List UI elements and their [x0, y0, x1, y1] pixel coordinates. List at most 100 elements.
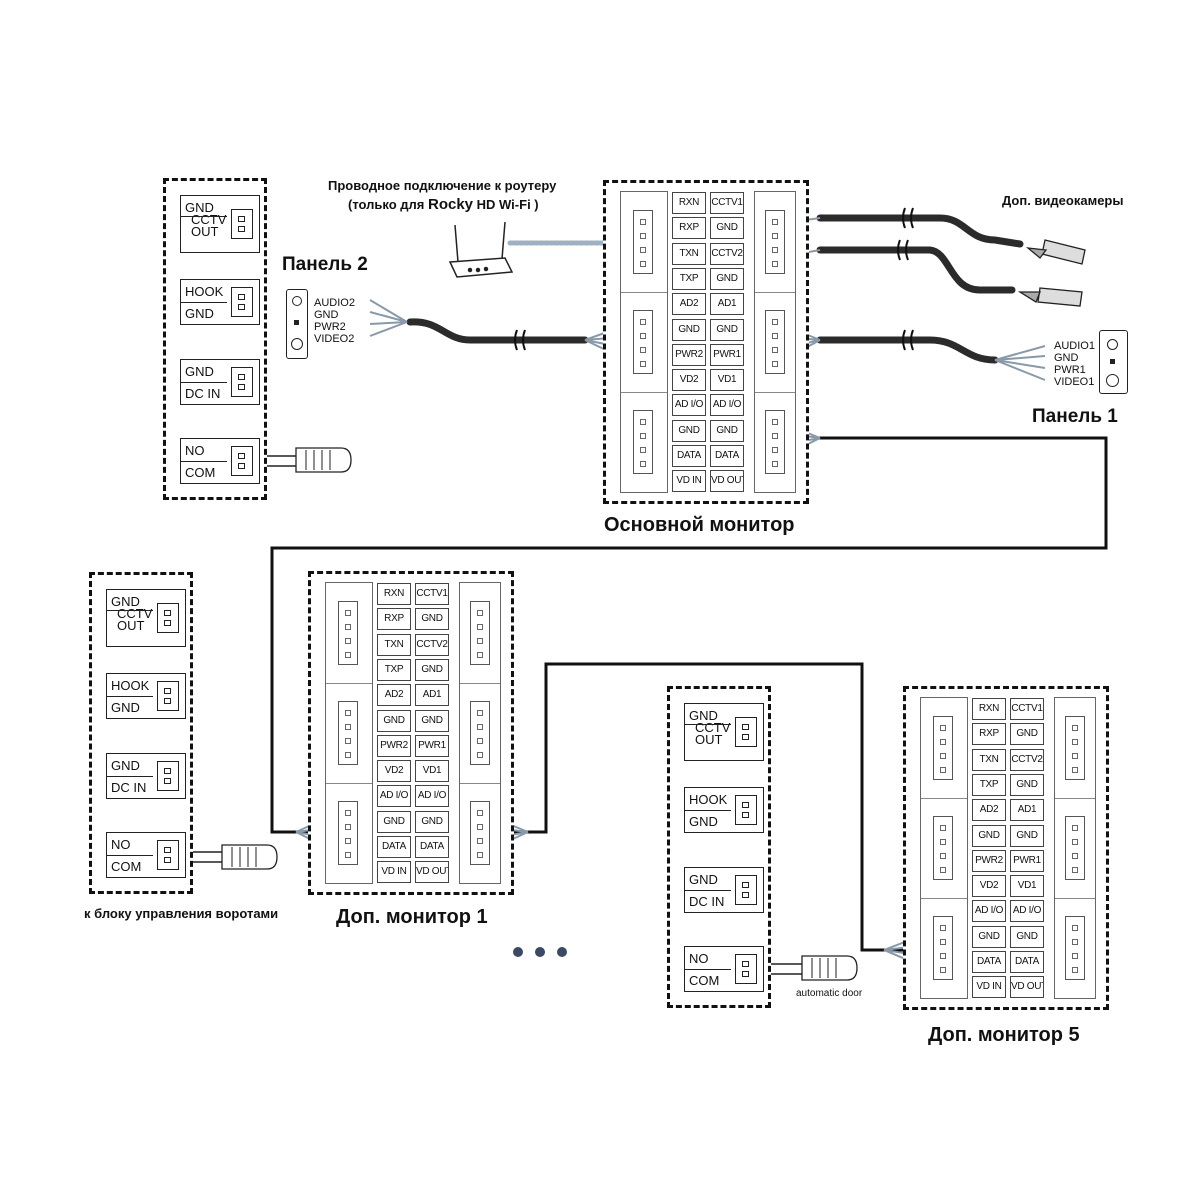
door-lock-icon — [801, 955, 858, 981]
connector-pin — [1072, 939, 1078, 945]
gate-note: к блоку управления воротами — [84, 906, 279, 921]
terminal-plug — [157, 681, 179, 711]
pin-cell: RXP — [377, 608, 411, 631]
pin-cell: VD IN — [972, 976, 1006, 999]
connector-pin — [640, 247, 646, 253]
pin-cell: AD2 — [972, 799, 1006, 822]
terminal-label: NO — [185, 443, 205, 458]
automatic-door-label: automatic door — [796, 988, 863, 999]
terminal-plug — [231, 209, 253, 239]
connector-pin — [940, 725, 946, 731]
terminal-label: COM — [111, 859, 142, 874]
column-divider — [460, 783, 500, 784]
pin-cell: PWR2 — [377, 734, 411, 757]
connector-pin — [1072, 767, 1078, 773]
terminal-plug — [157, 840, 179, 870]
pin-cell: TXN — [377, 633, 411, 656]
terminal-label: COM — [185, 465, 216, 480]
connector-pin — [772, 233, 778, 239]
connector-pin — [640, 433, 646, 439]
terminal-screw — [742, 882, 749, 888]
terminal-divider — [181, 216, 227, 217]
pin-cell: DATA — [1010, 951, 1044, 973]
monitor-connector — [933, 916, 953, 980]
connector-pin — [640, 447, 646, 453]
connector-pin — [772, 261, 778, 267]
pin-cell: GND — [377, 810, 411, 833]
connector-pin — [940, 867, 946, 873]
extra-monitor5-label: Доп. монитор 5 — [928, 1024, 1080, 1046]
connector-pin — [1072, 725, 1078, 731]
pin-cell: AD1 — [710, 293, 744, 316]
pin-cell: AD1 — [415, 684, 449, 707]
panel2-cable — [406, 318, 589, 344]
terminal-screw — [164, 688, 171, 694]
bus-wire-main-to-monitor1 — [270, 436, 1108, 834]
connector-pin — [772, 219, 778, 225]
monitor-connector — [633, 410, 653, 474]
pin-cell: AD I/O — [710, 394, 744, 417]
connector-pin — [1072, 739, 1078, 745]
camera-icon — [1017, 239, 1086, 307]
pin-cell: CCTV2 — [1010, 748, 1044, 771]
pin-cell: VD OUT — [710, 470, 744, 493]
terminal-label: GND — [689, 872, 718, 887]
monitor-connector — [1065, 716, 1085, 780]
gate-lock-icon — [295, 447, 352, 473]
monitor-connector — [633, 310, 653, 374]
panel1-device — [1099, 330, 1128, 394]
monitor-connector — [1065, 916, 1085, 980]
pin-cell: PWR2 — [672, 343, 706, 366]
pin-cell: TXP — [672, 267, 706, 290]
connector-pin — [345, 752, 351, 758]
column-divider — [1055, 798, 1095, 799]
pin-cell: PWR1 — [1010, 849, 1044, 872]
monitor-left-column — [920, 697, 968, 999]
terminal-label: GND — [689, 814, 718, 829]
connector-pin — [772, 319, 778, 325]
pin-cell: GND — [415, 810, 449, 833]
connector-pin — [772, 347, 778, 353]
terminal-screw — [238, 216, 245, 222]
terminal-label: CCTV — [191, 212, 227, 227]
connector-pin — [477, 752, 483, 758]
connector-pin — [940, 753, 946, 759]
cable-break — [897, 239, 909, 261]
monitor-connector — [470, 601, 490, 665]
connector-pin — [345, 724, 351, 730]
panel-pin-label: VIDEO2 — [314, 333, 355, 345]
monitor-connector — [933, 716, 953, 780]
terminal-screw — [238, 384, 245, 390]
monitor-connector — [338, 701, 358, 765]
pin-cell: GND — [972, 925, 1006, 948]
connector-pin — [772, 461, 778, 467]
terminal-label: COM — [689, 973, 720, 988]
pin-cell: VD2 — [672, 369, 706, 392]
connector-pin — [940, 739, 946, 745]
connector-pin — [772, 433, 778, 439]
terminal-screw — [238, 453, 245, 459]
terminal-screw — [164, 778, 171, 784]
panel1-label: Панель 1 — [1032, 406, 1118, 427]
pin-cell: PWR1 — [710, 343, 744, 366]
pin-cell: TXN — [972, 748, 1006, 771]
cable-break — [514, 329, 526, 351]
camera2-cable — [816, 246, 1016, 294]
terminal-screw — [164, 698, 171, 704]
connector-pin — [477, 652, 483, 658]
terminal-label: NO — [689, 951, 709, 966]
pin-cell: AD2 — [672, 293, 706, 316]
terminal-plug — [735, 954, 757, 984]
pin-cell: TXP — [377, 658, 411, 681]
gate-lock-icon — [221, 844, 278, 870]
pin-cell: TXN — [672, 242, 706, 265]
terminal-label: GND — [689, 708, 718, 723]
monitor-connector — [633, 210, 653, 274]
pin-cell: TXP — [972, 773, 1006, 796]
connector-pin — [940, 839, 946, 845]
terminal-label: GND — [185, 364, 214, 379]
